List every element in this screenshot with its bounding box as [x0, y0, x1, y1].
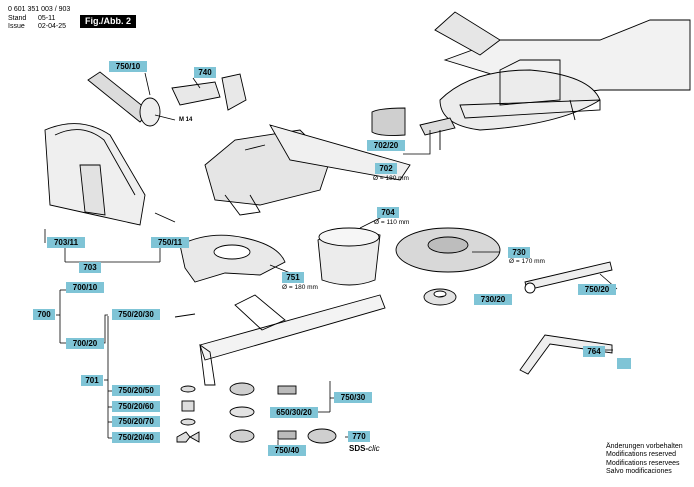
part-740[interactable]: 740 — [194, 67, 216, 78]
cup-brush-illustration — [317, 227, 381, 286]
note-english: Modifications reserved — [606, 451, 677, 459]
stand-label: Stand — [8, 15, 27, 22]
part-703-11[interactable]: 703/11 — [47, 237, 85, 248]
doc-number: 0 601 351 003 / 903 — [8, 6, 71, 13]
spanner-illustration — [524, 261, 613, 294]
part-750-30[interactable]: 750/30 — [334, 392, 372, 403]
part-750-10[interactable]: 750/10 — [109, 61, 147, 72]
part-701[interactable]: 701 — [81, 375, 103, 386]
part-764[interactable]: 764 — [583, 346, 605, 357]
bracket-illustration — [171, 73, 247, 111]
part-750-20[interactable]: 750/20 — [578, 284, 616, 295]
dim-704: Ø = 110 mm — [374, 219, 410, 226]
note-spanish: Salvo modificaciones — [606, 468, 672, 476]
part-700-20[interactable]: 700/20 — [66, 338, 104, 349]
highlight-marker — [617, 358, 631, 369]
part-750-20-40[interactable]: 750/20/40 — [112, 432, 160, 443]
side-handle-illustration — [87, 71, 176, 127]
grinding-wheel-illustration — [371, 107, 406, 137]
part-702-20[interactable]: 702/20 — [367, 140, 405, 151]
part-750-20-70[interactable]: 750/20/70 — [112, 416, 160, 427]
part-704[interactable]: 704 — [377, 207, 399, 218]
part-703[interactable]: 703 — [79, 262, 101, 273]
pin-spanner-illustration — [519, 334, 613, 375]
part-650-30-20[interactable]: 650/30/20 — [270, 407, 318, 418]
extraction-hood-illustration — [44, 123, 176, 226]
dim-751: Ø = 180 mm — [282, 284, 318, 291]
stand-value: 05-11 — [38, 15, 56, 22]
sds-suffix: clic — [368, 444, 380, 453]
dim-702: Ø = 180 mm — [373, 175, 409, 182]
assembled-grinder-illustration — [419, 11, 691, 150]
thread-label: M 14 — [179, 117, 193, 123]
sds-prefix: SDS- — [349, 444, 369, 453]
part-730-20[interactable]: 730/20 — [474, 294, 512, 305]
part-750-20-50[interactable]: 750/20/50 — [112, 385, 160, 396]
part-700[interactable]: 700 — [33, 309, 55, 320]
part-702[interactable]: 702 — [375, 163, 397, 174]
issue-label: Issue — [8, 23, 25, 30]
part-750-20-30[interactable]: 750/20/30 — [112, 309, 160, 320]
cutting-guide-illustration — [174, 294, 386, 386]
sds-clic-label: SDS-clic — [349, 444, 380, 453]
note-german: Änderungen vorbehalten — [606, 443, 683, 450]
figure-title: Fig./Abb. 2 — [80, 15, 136, 28]
part-770[interactable]: 770 — [348, 431, 370, 442]
small-parts-illustration — [176, 385, 200, 443]
modification-notes: Änderungen vorbehalten Modifications res… — [606, 443, 683, 477]
issue-value: 02-04-25 — [38, 23, 67, 30]
note-french: Modifications reservees — [606, 459, 680, 467]
part-751[interactable]: 751 — [282, 272, 304, 283]
part-750-40[interactable]: 750/40 — [268, 445, 306, 456]
dim-730: Ø = 170 mm — [509, 258, 545, 265]
part-700-10[interactable]: 700/10 — [66, 282, 104, 293]
part-750-11[interactable]: 750/11 — [151, 237, 189, 248]
clamping-nut-illustration — [229, 382, 337, 444]
sanding-disc-illustration — [395, 227, 501, 273]
part-750-20-60[interactable]: 750/20/60 — [112, 401, 160, 412]
part-730[interactable]: 730 — [508, 247, 530, 258]
guard-illustration — [179, 234, 286, 283]
